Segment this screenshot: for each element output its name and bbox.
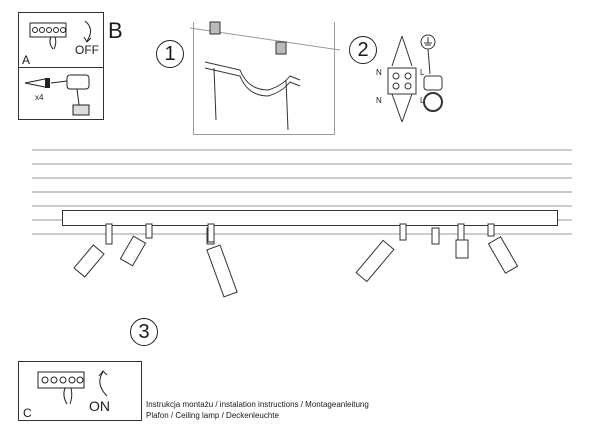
footer-line-1: Instrukcja montażu / instalation instruc… (146, 400, 369, 409)
arrow-on-icon (98, 370, 108, 397)
mounting-bracket-icon (189, 21, 341, 131)
switch-off-label: OFF (75, 43, 99, 57)
wiring-connector-icon (387, 35, 417, 123)
terminal-block-icon (29, 22, 67, 50)
terminal-block-on-icon (37, 371, 85, 405)
screw-icon (24, 78, 50, 88)
lamp-body (62, 210, 558, 226)
wire-n-top: N (376, 68, 382, 77)
step-three-badge: 3 (130, 318, 158, 346)
drill-icon (50, 74, 90, 116)
step-one-badge: 1 (156, 40, 184, 68)
wire-n-bottom: N (376, 96, 382, 105)
panel-b-letter: B (108, 18, 123, 43)
footer-line-2: Plafon / Ceiling lamp / Deckenleuchte (146, 411, 279, 420)
spot-lights-icon (73, 223, 519, 298)
panel-c: C ON (18, 361, 142, 421)
panel-a: A OFF x4 (18, 12, 104, 120)
panel-c-letter: C (23, 406, 32, 420)
step-one-frame (193, 22, 335, 135)
panel-a-divider (19, 67, 103, 68)
step-two-badge: 2 (349, 36, 377, 64)
wire-l-bottom: L (420, 96, 425, 105)
switch-on-label: ON (89, 398, 110, 414)
wire-l-top: L (420, 68, 425, 77)
screw-count-label: x4 (35, 93, 44, 102)
panel-a-letter: A (22, 53, 31, 67)
ground-symbol-icon (420, 34, 443, 112)
arrow-off-icon (83, 20, 92, 43)
